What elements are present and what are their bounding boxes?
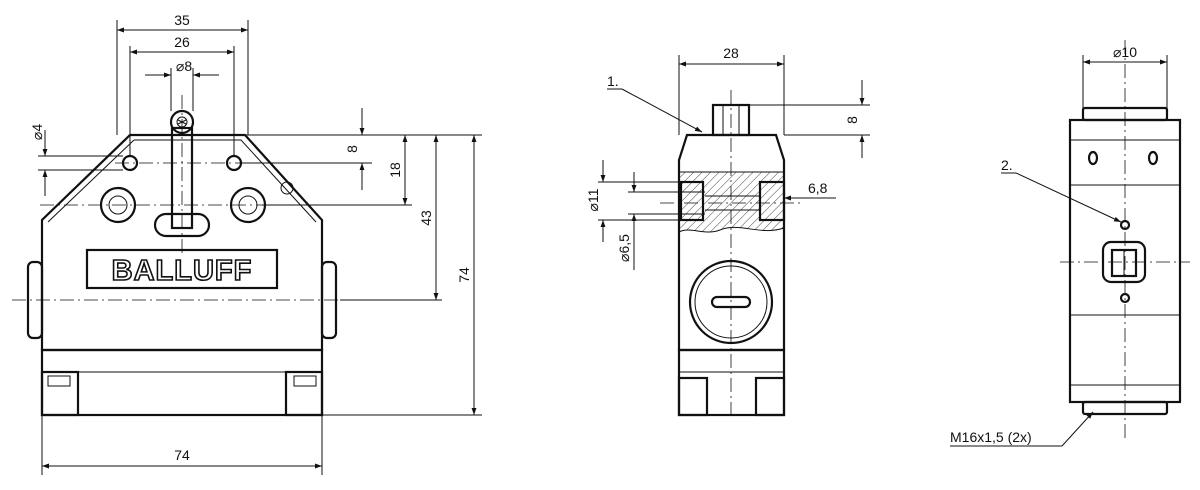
dim-height-8: 8 <box>344 145 360 153</box>
dim-side-plunger: 8 <box>844 116 860 124</box>
dim-height-74: 74 <box>456 267 472 283</box>
dim-top-span: 35 <box>174 12 190 28</box>
side-base <box>677 348 786 417</box>
end-view: ⌀10 2. M16x1,5 (2x) <box>950 40 1190 447</box>
dim-side-width: 28 <box>723 45 739 61</box>
side-section-hatch <box>678 171 785 233</box>
side-view: 28 8 ⌀11 ⌀6,5 6,8 1. <box>585 45 870 420</box>
dim-hole-spacing: 26 <box>174 34 190 50</box>
dim-hole-65: ⌀6,5 <box>616 234 632 262</box>
callout-1: 1. <box>607 73 619 89</box>
dim-width-74: 74 <box>174 447 190 463</box>
dim-height-43: 43 <box>418 210 434 226</box>
front-slot <box>153 212 211 238</box>
callout-2: 2. <box>1001 157 1013 173</box>
front-view: BALLUFF 35 26 ⌀8 ⌀ <box>12 12 482 475</box>
front-base <box>40 348 324 417</box>
dim-depth-68: 6,8 <box>808 180 828 196</box>
dim-end-dia10: ⌀10 <box>1113 44 1137 60</box>
dim-roller-dia: ⌀8 <box>176 58 192 74</box>
dim-height-18: 18 <box>387 162 403 178</box>
thread-note: M16x1,5 (2x) <box>950 429 1032 445</box>
dim-hole-11: ⌀11 <box>585 188 601 211</box>
front-logo-text: BALLUFF <box>112 255 253 287</box>
dim-pin-dia: ⌀4 <box>29 124 45 140</box>
